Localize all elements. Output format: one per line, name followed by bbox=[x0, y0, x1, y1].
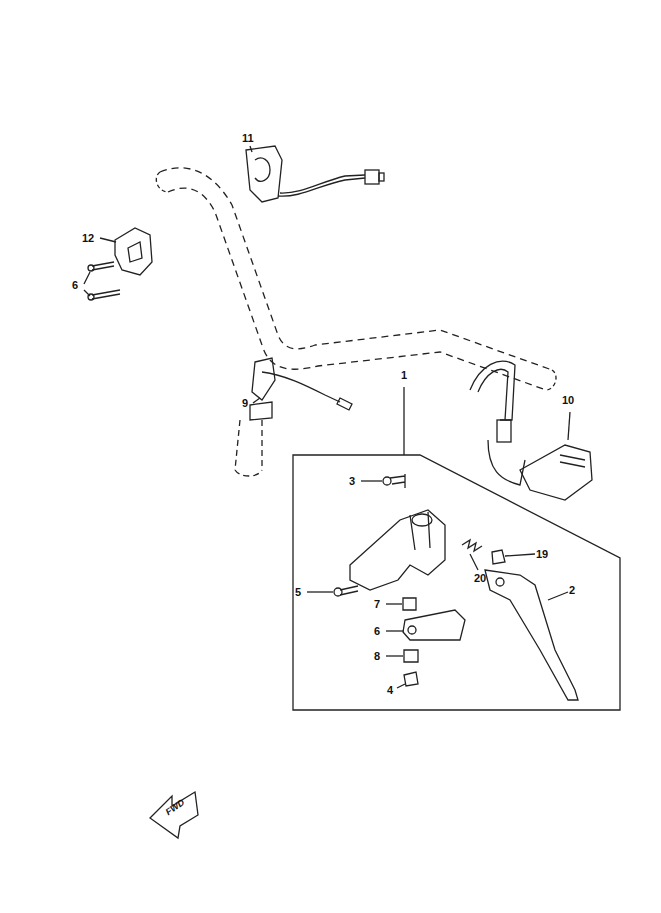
callout-number: 5 bbox=[295, 587, 301, 598]
callout-number: 12 bbox=[82, 233, 94, 244]
callout-number: 7 bbox=[374, 599, 380, 610]
callout-number: 9 bbox=[242, 398, 248, 409]
callout-number: 10 bbox=[562, 395, 574, 406]
callout-number: 6 bbox=[72, 280, 78, 291]
callout-number: 2 bbox=[569, 585, 575, 596]
callout-number: 3 bbox=[349, 476, 355, 487]
callout-number: 8 bbox=[374, 651, 380, 662]
callout-number: 4 bbox=[387, 685, 393, 696]
callout-number: 1 bbox=[401, 370, 407, 381]
callout-number: 11 bbox=[242, 133, 254, 144]
callout-number: 19 bbox=[536, 549, 548, 560]
callout-number: 6 bbox=[374, 626, 380, 637]
callout-number: 20 bbox=[474, 573, 486, 584]
